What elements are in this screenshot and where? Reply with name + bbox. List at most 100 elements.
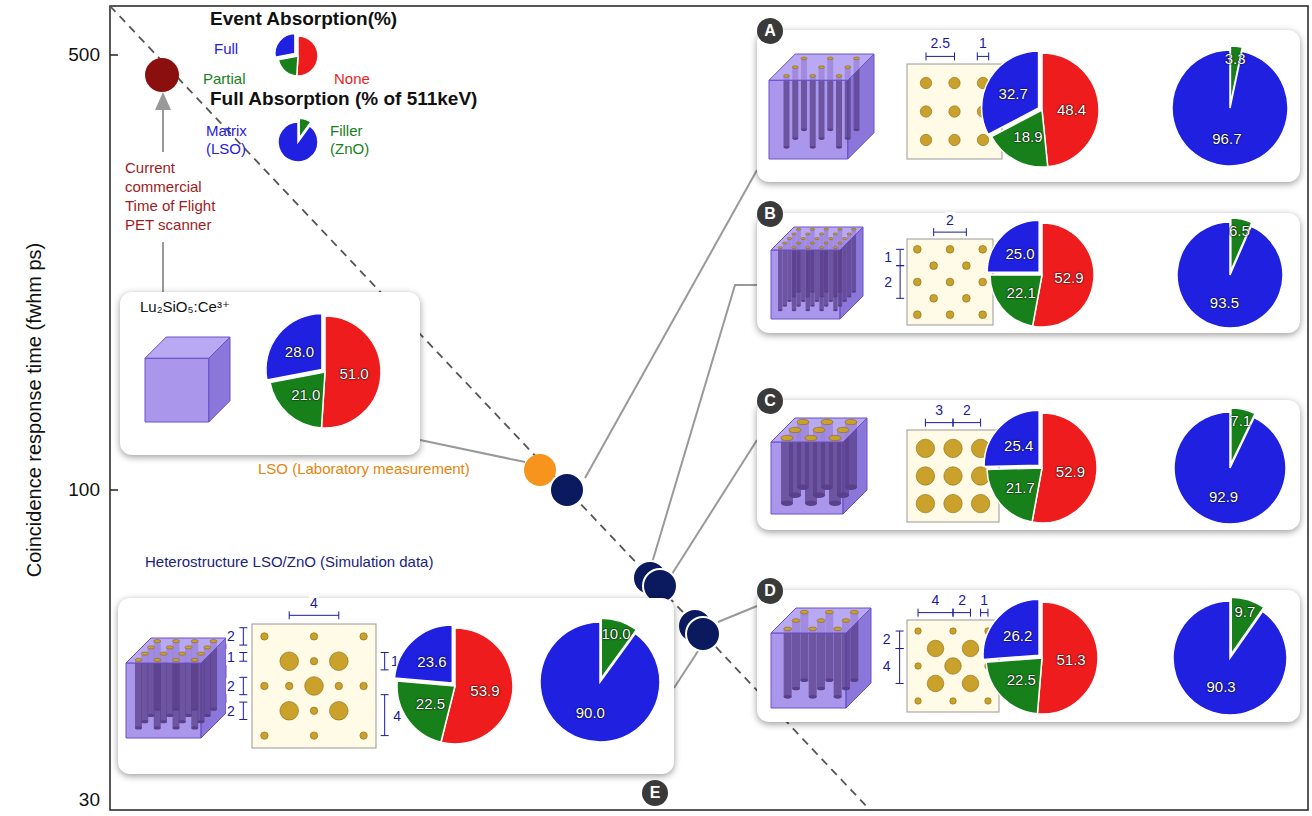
- rod-top: [781, 435, 793, 440]
- axis-title: Coincidence response time (fwhm ps): [23, 243, 46, 578]
- leader-arrow: [162, 100, 164, 152]
- dimension-value: 1: [883, 249, 893, 265]
- rod: [796, 243, 800, 306]
- heterostructure-cube: [769, 54, 874, 159]
- dimension-line: [243, 702, 244, 719]
- rod: [810, 76, 816, 147]
- dimension-tick: [239, 677, 247, 678]
- rod-top: [850, 610, 858, 614]
- dimension-line: [243, 677, 244, 694]
- legend-label: None: [334, 70, 370, 87]
- rod: [819, 248, 823, 311]
- rod-end: [783, 305, 787, 307]
- matrix-square: [907, 430, 999, 522]
- filler-rod: [930, 294, 938, 302]
- filler-rod: [949, 106, 960, 117]
- slice-value: 51.3: [1056, 651, 1085, 668]
- rod-top: [789, 427, 801, 432]
- trend-line: [110, 6, 870, 810]
- dimension-tick: [953, 419, 954, 427]
- matrix-square: [907, 239, 993, 325]
- dimension-line: [384, 695, 385, 736]
- filler-rod: [915, 663, 921, 669]
- filler-rod: [949, 77, 960, 88]
- rod-end: [854, 128, 860, 131]
- rod-top: [792, 247, 796, 249]
- leader-line: [674, 648, 700, 688]
- dimension-tick: [953, 419, 954, 427]
- slice-value: 7.1: [1230, 412, 1251, 429]
- dimension-tick: [239, 661, 247, 662]
- filler-rod: [916, 467, 934, 485]
- rod-end: [135, 726, 142, 729]
- callout-letter: B: [757, 201, 783, 227]
- dimension-tick: [925, 419, 926, 427]
- dimension-value: 2: [962, 402, 972, 418]
- slice-value: 51.0: [339, 364, 368, 381]
- rod-end: [806, 309, 810, 311]
- dimension-value: 2: [883, 274, 893, 290]
- dimension-tick: [896, 249, 904, 250]
- panel-box: C3252.921.725.47.192.9: [757, 400, 1300, 530]
- rod-top: [148, 646, 155, 649]
- rod-top: [842, 619, 850, 623]
- filler-rod: [920, 134, 931, 145]
- filler-rod: [330, 702, 349, 721]
- slice-value: 25.4: [1004, 437, 1033, 454]
- dimension-tick: [239, 645, 247, 646]
- dimension-tick: [953, 609, 954, 617]
- rod-end: [148, 714, 155, 717]
- pie-slice: [321, 316, 381, 428]
- pie-chart: 53.922.523.6: [389, 620, 521, 752]
- panel-box: D4212451.322.526.29.790.3: [757, 590, 1300, 722]
- rod-top: [797, 419, 809, 424]
- rod-top: [805, 435, 817, 440]
- axis-tick: 30: [79, 789, 100, 811]
- legend-title: Event Absorption(%): [210, 8, 397, 30]
- heterostructure-cube: [145, 337, 230, 422]
- rod-end: [850, 678, 858, 682]
- rod-end: [842, 300, 846, 302]
- rod-top: [827, 57, 833, 60]
- filler-rod: [913, 278, 921, 286]
- tick: [110, 489, 118, 491]
- rod-end: [852, 291, 856, 293]
- cube-face: [769, 54, 874, 80]
- pie-graphic: [1166, 404, 1294, 532]
- slice-value: 53.9: [470, 681, 499, 698]
- slice-value: 28.0: [285, 342, 314, 359]
- panel-box: B21252.922.125.06.593.5: [757, 213, 1300, 333]
- pie-graphic: [532, 614, 668, 750]
- rod: [836, 76, 842, 147]
- dimension-value: 2.5: [930, 35, 951, 51]
- dimension-line: [953, 422, 981, 423]
- filler-rod: [916, 494, 934, 512]
- pie-slice: [987, 220, 1039, 272]
- rod-end: [154, 726, 161, 729]
- pie-slice: [1037, 602, 1098, 714]
- rod-top: [817, 619, 825, 623]
- rod-end: [801, 128, 807, 131]
- rod-top: [824, 228, 828, 230]
- filler-rod: [946, 245, 954, 253]
- filler-rod: [915, 628, 921, 634]
- rod-top: [783, 242, 787, 244]
- rod-top: [852, 228, 856, 230]
- rod-end: [810, 305, 814, 307]
- filler-rod: [985, 698, 991, 704]
- filler-rod: [916, 439, 934, 457]
- annotation: Heterostructure LSO/ZnO (Simulation data…: [145, 553, 433, 570]
- filler-rod: [946, 311, 954, 319]
- axis-tick: 100: [68, 479, 100, 501]
- filler-rod: [979, 245, 987, 253]
- rod-end: [845, 137, 851, 140]
- filler-rod: [285, 682, 292, 689]
- filler-rod: [979, 278, 987, 286]
- filler-rod: [360, 732, 367, 739]
- rod: [852, 229, 856, 292]
- slice-value: 32.7: [999, 84, 1028, 101]
- rod-top: [135, 658, 142, 661]
- dimension-tick: [381, 694, 389, 695]
- slice-value: 21.0: [291, 385, 320, 402]
- rod-top: [792, 233, 796, 235]
